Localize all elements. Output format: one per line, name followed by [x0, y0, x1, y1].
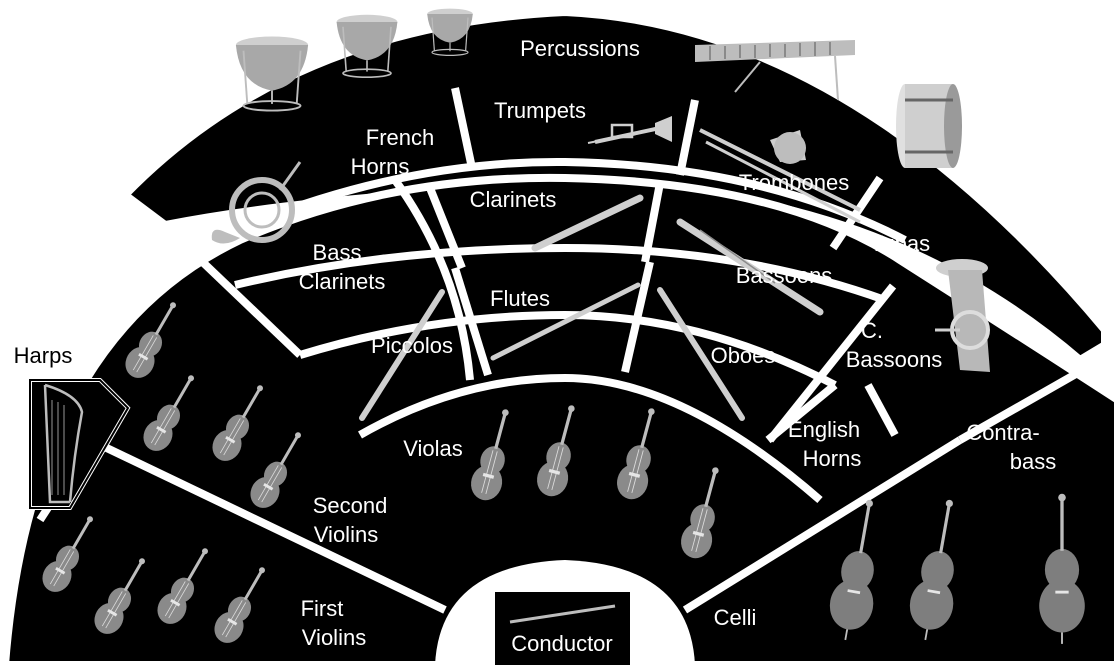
trumpet-icon: [587, 116, 672, 144]
label-clarinets: Clarinets: [470, 187, 557, 212]
bass-drum-icon: [896, 84, 962, 168]
tuba-icon: [935, 259, 990, 372]
label-c-bassoons-line2: Bassoons: [846, 347, 943, 372]
label-tubas: Tubas: [870, 231, 930, 256]
label-trumpets: Trumpets: [494, 98, 586, 123]
divider-arcs: [36, 87, 1118, 614]
xylophone-icon: [695, 40, 855, 101]
label-flutes: Flutes: [490, 286, 550, 311]
conductor-area: [435, 560, 695, 665]
label-piccolos: Piccolos: [371, 333, 453, 358]
label-first-violins-line2: Violins: [302, 625, 366, 650]
label-french-horns-line2: Horns: [351, 154, 410, 179]
label-celli: Celli: [714, 605, 757, 630]
label-trombones: Trombones: [739, 170, 849, 195]
label-english-horns-line1: English: [788, 417, 860, 442]
harp-icon: [43, 383, 84, 504]
label-english-horns-line2: Horns: [803, 446, 862, 471]
french-horn-icon: [211, 161, 302, 244]
baton-icon: [509, 604, 616, 624]
label-percussions: Percussions: [520, 36, 640, 61]
section-labels: Percussions Trumpets French Horns Trombo…: [299, 36, 1057, 656]
label-oboes: Oboes: [711, 343, 776, 368]
label-violas: Violas: [403, 436, 463, 461]
label-second-violins-line2: Violins: [314, 522, 378, 547]
label-contrabass-line1: Contra-: [966, 420, 1039, 445]
label-bass-clarinets-line2: Clarinets: [299, 269, 386, 294]
label-second-violins-line1: Second: [313, 493, 388, 518]
label-bass-clarinets-line1: Bass: [313, 240, 362, 265]
label-first-violins-line1: First: [301, 596, 344, 621]
label-c-bassoons-line1: C.: [861, 318, 883, 343]
harps-box: [28, 378, 131, 510]
label-french-horns-line1: French: [366, 125, 434, 150]
label-contrabass-line2: bass: [1010, 449, 1056, 474]
label-conductor: Conductor: [511, 631, 613, 656]
trombone-icon: [699, 128, 861, 224]
label-bassoons: Bassoons: [736, 263, 833, 288]
woodwind-icon: [359, 194, 824, 421]
label-harps: Harps: [14, 343, 73, 368]
